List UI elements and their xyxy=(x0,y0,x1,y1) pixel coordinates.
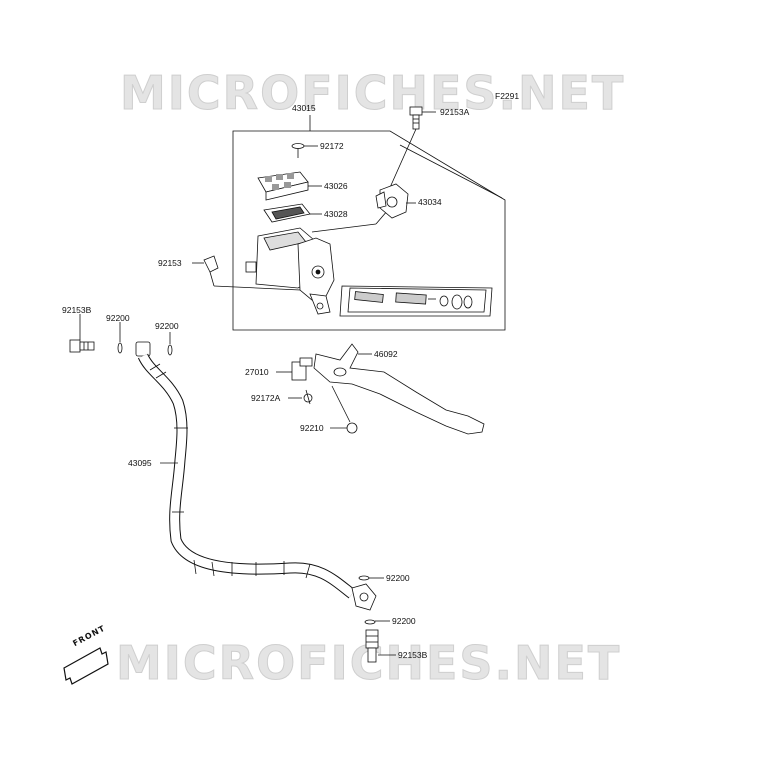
label-92172: 92172 xyxy=(320,141,344,151)
label-92153B-bottom: 92153B xyxy=(398,650,428,660)
bleeder-92153 xyxy=(203,255,219,287)
bolt-92153A xyxy=(409,106,423,130)
label-92200-d: 92200 xyxy=(392,616,416,626)
label-92200-a: 92200 xyxy=(106,313,130,323)
piston-kit-strip xyxy=(339,285,493,317)
label-92153A: 92153A xyxy=(440,107,470,117)
washer-92200-b xyxy=(167,344,173,356)
label-43015: 43015 xyxy=(292,103,316,113)
label-92153B-top: 92153B xyxy=(62,305,92,315)
banjo-43034 xyxy=(375,183,409,219)
bolt-92153B-top xyxy=(69,339,95,353)
watermark-top: MICROFICHES.NET xyxy=(119,66,626,121)
label-43095: 43095 xyxy=(128,458,152,468)
bolt-92153B-bottom xyxy=(365,629,379,663)
screw-92172A xyxy=(303,389,313,405)
label-43026: 43026 xyxy=(324,181,348,191)
front-arrow xyxy=(63,647,109,685)
label-92210: 92210 xyxy=(300,423,324,433)
lever-46092 xyxy=(313,343,485,435)
banjo-lower xyxy=(351,583,377,611)
nut-92210 xyxy=(346,422,358,434)
figure-code: F2291 xyxy=(495,91,520,101)
diaphragm-43028 xyxy=(263,203,311,223)
washer-92200-d xyxy=(364,619,376,625)
hose-43095 xyxy=(137,353,356,599)
label-43028: 43028 xyxy=(324,209,348,219)
master-cylinder-body xyxy=(245,227,335,315)
label-43034: 43034 xyxy=(418,197,442,207)
label-92200-c: 92200 xyxy=(386,573,410,583)
assembly-outline xyxy=(232,130,506,331)
washer-92200-a xyxy=(117,342,123,354)
reservoir-cap-43026 xyxy=(257,171,309,201)
switch-27010 xyxy=(291,357,313,381)
label-92153: 92153 xyxy=(158,258,182,268)
label-92172A: 92172A xyxy=(251,393,281,403)
washer-92200-c xyxy=(358,575,370,581)
label-92200-b: 92200 xyxy=(155,321,179,331)
label-46092: 46092 xyxy=(374,349,398,359)
screw-92172 xyxy=(291,143,305,158)
label-27010: 27010 xyxy=(245,367,269,377)
